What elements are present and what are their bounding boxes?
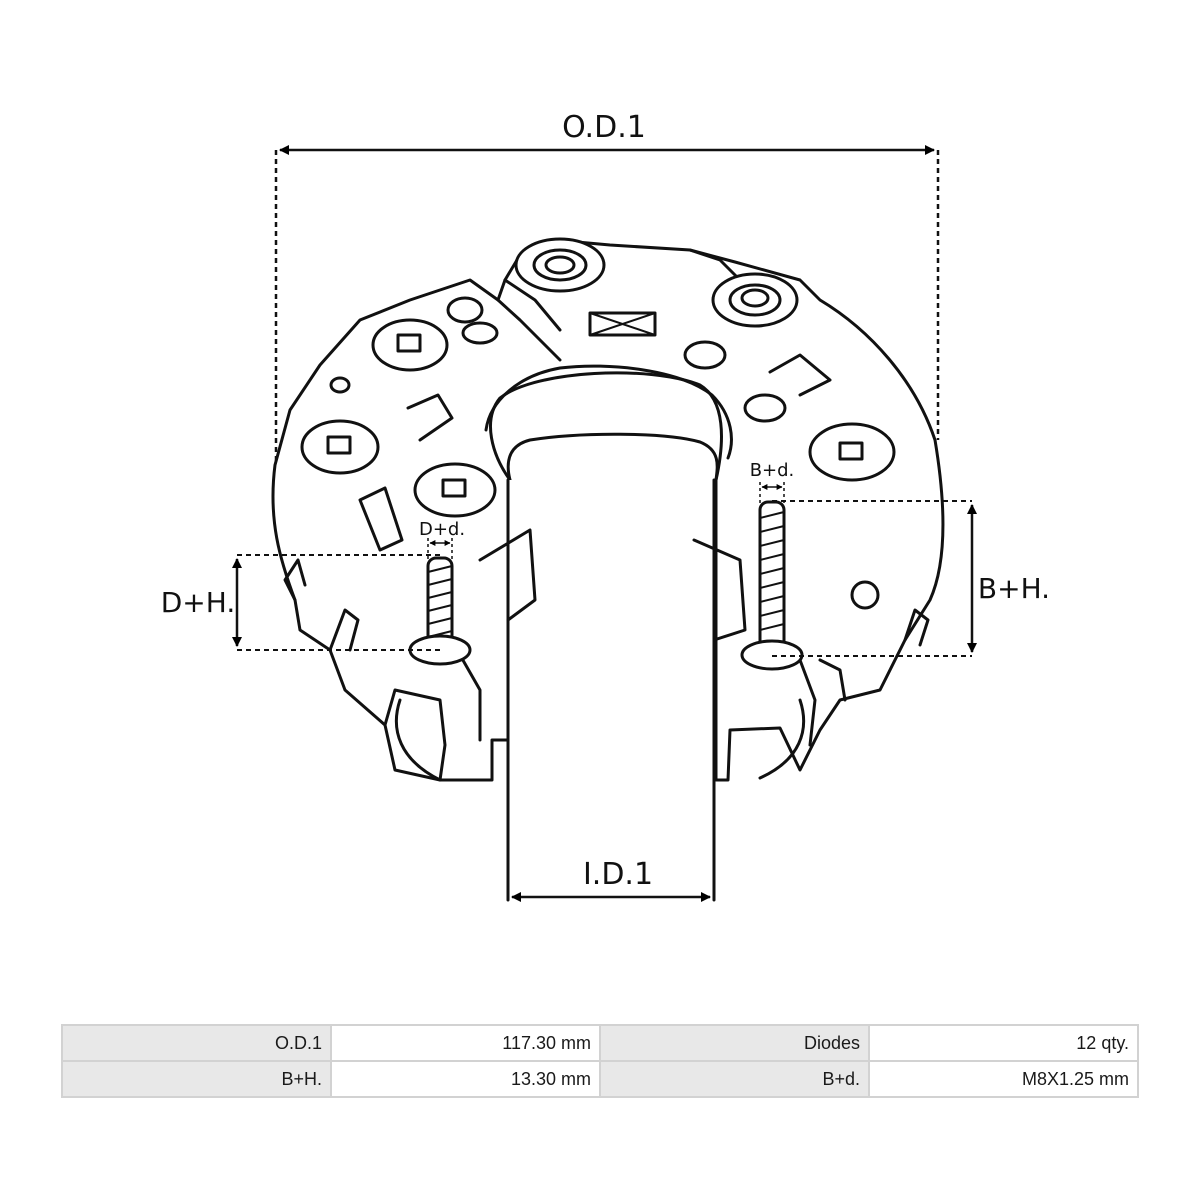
spec-value: 13.30 mm	[330, 1060, 601, 1098]
spec-key: B+d.	[599, 1060, 870, 1098]
rectifier-diagram: O.D.1 I.D.1 D+H. D+d. B+d. B+H.	[161, 110, 1050, 902]
dimension-lines	[232, 145, 977, 902]
label-dd: D+d.	[419, 519, 465, 540]
table-row: B+H. 13.30 mm B+d. M8X1.25 mm	[61, 1060, 1139, 1098]
label-bh: B+H.	[978, 572, 1050, 605]
label-od: O.D.1	[562, 110, 646, 145]
spec-table: O.D.1 117.30 mm Diodes 12 qty. B+H. 13.3…	[61, 1024, 1139, 1098]
spec-value: M8X1.25 mm	[868, 1060, 1139, 1098]
dimension-labels: O.D.1 I.D.1 D+H. D+d. B+d. B+H.	[161, 110, 1050, 892]
label-bd: B+d.	[750, 460, 795, 481]
label-id: I.D.1	[583, 857, 653, 892]
spec-key: B+H.	[61, 1060, 332, 1098]
spec-value: 117.30 mm	[330, 1024, 601, 1062]
label-dh: D+H.	[161, 586, 235, 619]
table-row: O.D.1 117.30 mm Diodes 12 qty.	[61, 1024, 1139, 1062]
spec-key: Diodes	[599, 1024, 870, 1062]
spec-value: 12 qty.	[868, 1024, 1139, 1062]
spec-key: O.D.1	[61, 1024, 332, 1062]
rectifier-body	[271, 237, 945, 902]
